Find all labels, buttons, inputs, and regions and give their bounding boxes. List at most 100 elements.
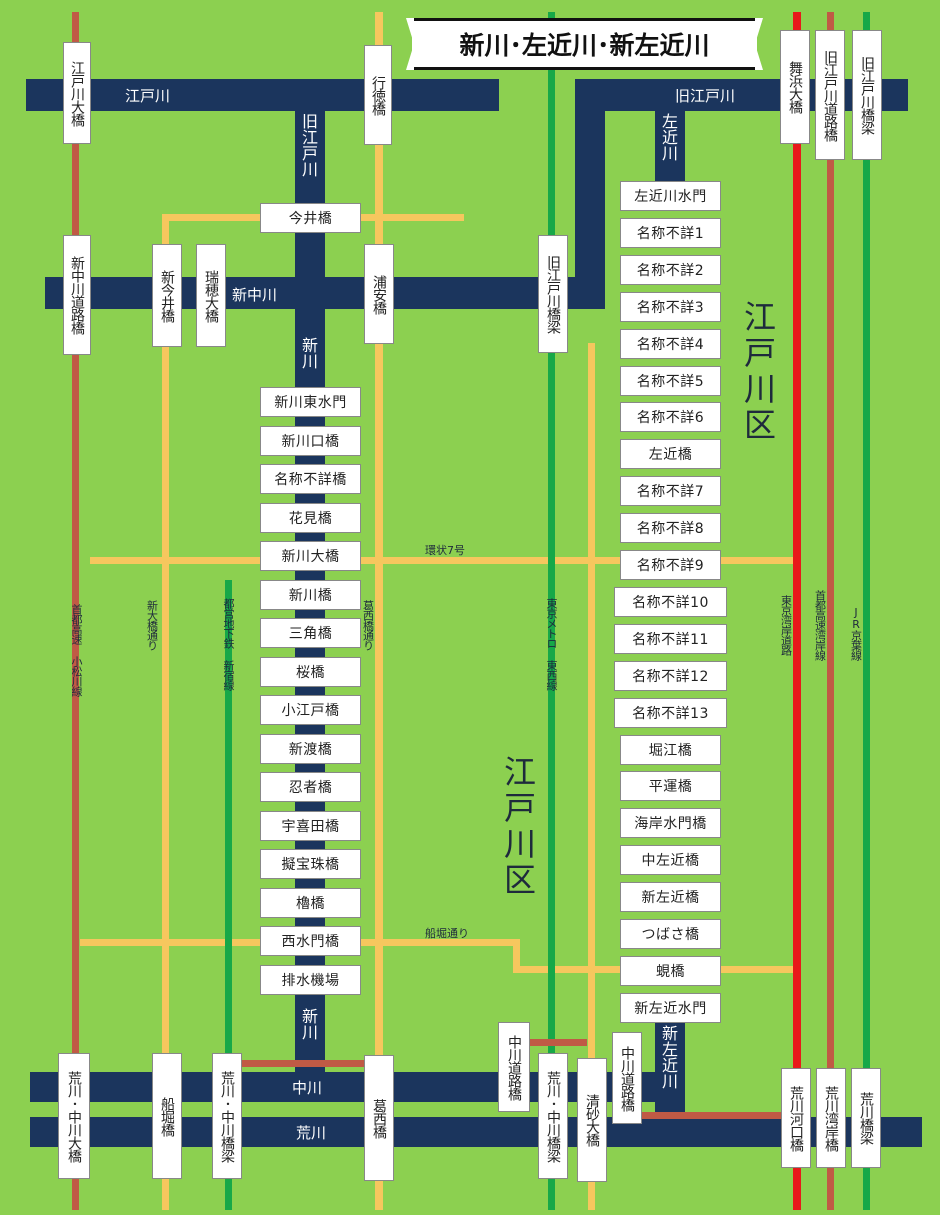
kyu-edo-link: [575, 79, 605, 309]
sakon-bridge-8[interactable]: 左近橋: [620, 439, 721, 470]
bridge-nakagawa-road-2[interactable]: 中川道路橋: [612, 1032, 642, 1124]
shinkawa-bridge-4[interactable]: 花見橋: [260, 502, 361, 533]
shinkawa-bridge-6[interactable]: 新川橋: [260, 579, 361, 610]
seisuna-road: [588, 343, 595, 1210]
shinkawa-label: 新川: [299, 337, 318, 369]
shinsakon-label: 新左近川: [659, 1025, 678, 1089]
shinkawa-bridge-3[interactable]: 名称不詳橋: [260, 464, 361, 494]
tozai-line-label: 東京メトロ 東西線: [545, 598, 558, 690]
shinsakon-river: [655, 1010, 685, 1120]
bridge-imai[interactable]: 今井橋: [260, 203, 361, 233]
shinkawa-bridge-9[interactable]: 小江戸橋: [260, 695, 361, 725]
kyu-edogawa-label: 旧江戸川: [675, 87, 736, 105]
sakon-bridge-2[interactable]: 名称不詳1: [620, 217, 721, 248]
bridge-kyuedo-rail-2[interactable]: 旧江戸川橋梁: [538, 235, 568, 353]
sakon-bridge-4[interactable]: 名称不詳3: [620, 291, 721, 322]
bridge-arakawa-nakagawa[interactable]: 荒川･中川大橋: [58, 1053, 90, 1179]
bridge-seisuna[interactable]: 清砂大橋: [577, 1058, 607, 1182]
komatsugawa-label: 首都高速 小松川線: [70, 604, 83, 696]
bridge-kyuedo-rail[interactable]: 旧江戸川橋梁: [852, 30, 882, 160]
wangan-road-label: 東京湾岸道路: [779, 595, 793, 655]
sakon-bridge-11[interactable]: 名称不詳9: [620, 550, 721, 580]
bridge-arakawa-rail[interactable]: 荒川橋梁: [851, 1068, 881, 1168]
sakon-bridge-1[interactable]: 左近川水門: [620, 181, 721, 211]
nakagawa-road-link-2: [505, 1039, 587, 1046]
shinkawa-bridge-14[interactable]: 櫓橋: [260, 887, 361, 918]
sakon-bridge-10[interactable]: 名称不詳8: [620, 513, 721, 544]
arakawa-label: 荒川: [296, 1124, 327, 1142]
wangan-exp-label: 首都高速湾岸線: [813, 590, 827, 660]
funabori-label: 船堀通り: [425, 927, 469, 940]
sakon-bridge-16[interactable]: 堀江橋: [620, 734, 721, 765]
shinkawa-bridge-2[interactable]: 新川口橋: [260, 425, 361, 456]
shin-ohashi-dori: [162, 214, 169, 1210]
kyu-edogawa-vertical: [295, 79, 325, 209]
bridge-edogawa-ohashi[interactable]: 江戸川大橋: [63, 42, 91, 144]
shinkawa-bridge-11[interactable]: 忍者橋: [260, 772, 361, 802]
shinkawa-bridge-7[interactable]: 三角橋: [260, 618, 361, 648]
nakagawa-road-link: [232, 1060, 382, 1067]
sakon-bridge-23[interactable]: 新左近水門: [620, 992, 721, 1023]
shinkawa-bridge-12[interactable]: 宇喜田橋: [260, 810, 361, 841]
shinkawa-bridge-1[interactable]: 新川東水門: [260, 387, 361, 417]
shinohashi-label: 新大橋通り: [145, 600, 159, 650]
shinkawa-bridge-13[interactable]: 擬宝珠橋: [260, 849, 361, 879]
tozai-line: [548, 12, 555, 1210]
bridge-kyuedo-road[interactable]: 旧江戸川道路橋: [815, 30, 845, 160]
nakagawa-road-link-3: [640, 1112, 800, 1119]
shinkawa-bridge-5[interactable]: 新川大橋: [260, 541, 361, 571]
komatsugawa-expressway: [72, 12, 79, 1210]
bridge-shinnakagawa-road[interactable]: 新中川道路橋: [63, 235, 91, 355]
funabori-road-2: [513, 939, 520, 971]
shinjuku-line-label: 都営地下鉄 新宿線: [222, 598, 235, 690]
bridge-maihama[interactable]: 舞浜大橋: [780, 30, 810, 144]
bridge-nakagawa-road[interactable]: 中川道路橋: [498, 1022, 530, 1112]
bridge-arakawa-nakagawa-rail[interactable]: 荒川･中川橋梁: [212, 1053, 242, 1179]
wangan-expressway: [827, 12, 834, 1210]
sakon-bridge-18[interactable]: 海岸水門橋: [620, 808, 721, 839]
bridge-gyotoku[interactable]: 行徳橋: [364, 45, 392, 145]
sakon-bridge-12[interactable]: 名称不詳10: [614, 586, 727, 617]
gyotoku-road: [375, 12, 383, 1210]
map-title: 新川･左近川･新左近川: [412, 18, 757, 70]
shinkawa-river: [295, 385, 325, 1075]
shinnakagawa-label: 新中川: [232, 286, 278, 304]
shinkawa-bridge-10[interactable]: 新渡橋: [260, 733, 361, 764]
edogawa-label: 江戸川: [125, 87, 171, 105]
bridge-wangan[interactable]: 荒川湾岸橋: [816, 1068, 846, 1168]
shinkawa-lower-label: 新川: [299, 1008, 318, 1040]
shinjuku-line: [225, 580, 232, 1210]
sakon-bridge-5[interactable]: 名称不詳4: [620, 328, 721, 359]
edogawa-river: [26, 79, 499, 111]
sakon-bridge-15[interactable]: 名称不詳13: [614, 697, 727, 728]
ward-label-center: 江戸川区: [499, 755, 537, 899]
sakon-bridge-22[interactable]: 蜆橋: [620, 955, 721, 986]
sakon-bridge-14[interactable]: 名称不詳12: [614, 660, 727, 691]
bridge-kasai[interactable]: 葛西橋: [364, 1055, 394, 1181]
wangan-road: [793, 12, 801, 1210]
bridge-kako[interactable]: 荒川河口橋: [781, 1068, 811, 1168]
shinkawa-bridge-15[interactable]: 西水門橋: [260, 926, 361, 956]
bridge-mizuho[interactable]: 瑞穂大橋: [196, 244, 226, 347]
ward-label-east: 江戸川区: [739, 300, 777, 444]
bridge-uraya[interactable]: 浦安橋: [364, 244, 394, 344]
bridge-funabori[interactable]: 船堀橋: [152, 1053, 182, 1179]
sakon-bridge-21[interactable]: つばさ橋: [620, 919, 721, 949]
sakon-bridge-7[interactable]: 名称不詳6: [620, 402, 721, 433]
sakon-bridge-3[interactable]: 名称不詳2: [620, 254, 721, 285]
keiyo-line: [863, 12, 870, 1210]
sakon-river: [655, 79, 685, 183]
shinkawa-bridge-8[interactable]: 桜橋: [260, 656, 361, 687]
sakon-bridge-19[interactable]: 中左近橋: [620, 845, 721, 876]
kanjo7-label: 環状7号: [425, 544, 465, 557]
bridge-arakawa-nakagawa-rail-2[interactable]: 荒川･中川橋梁: [538, 1053, 568, 1179]
sakon-bridge-9[interactable]: 名称不詳7: [620, 476, 721, 507]
shinkawa-bridge-16[interactable]: 排水機場: [260, 964, 361, 995]
nakagawa-label: 中川: [292, 1079, 323, 1097]
sakon-bridge-13[interactable]: 名称不詳11: [614, 623, 727, 654]
sakon-bridge-6[interactable]: 名称不詳5: [620, 365, 721, 396]
bridge-shinimai[interactable]: 新今井橋: [152, 244, 182, 347]
sakon-bridge-17[interactable]: 平運橋: [620, 771, 721, 802]
sakon-bridge-20[interactable]: 新左近橋: [620, 882, 721, 913]
